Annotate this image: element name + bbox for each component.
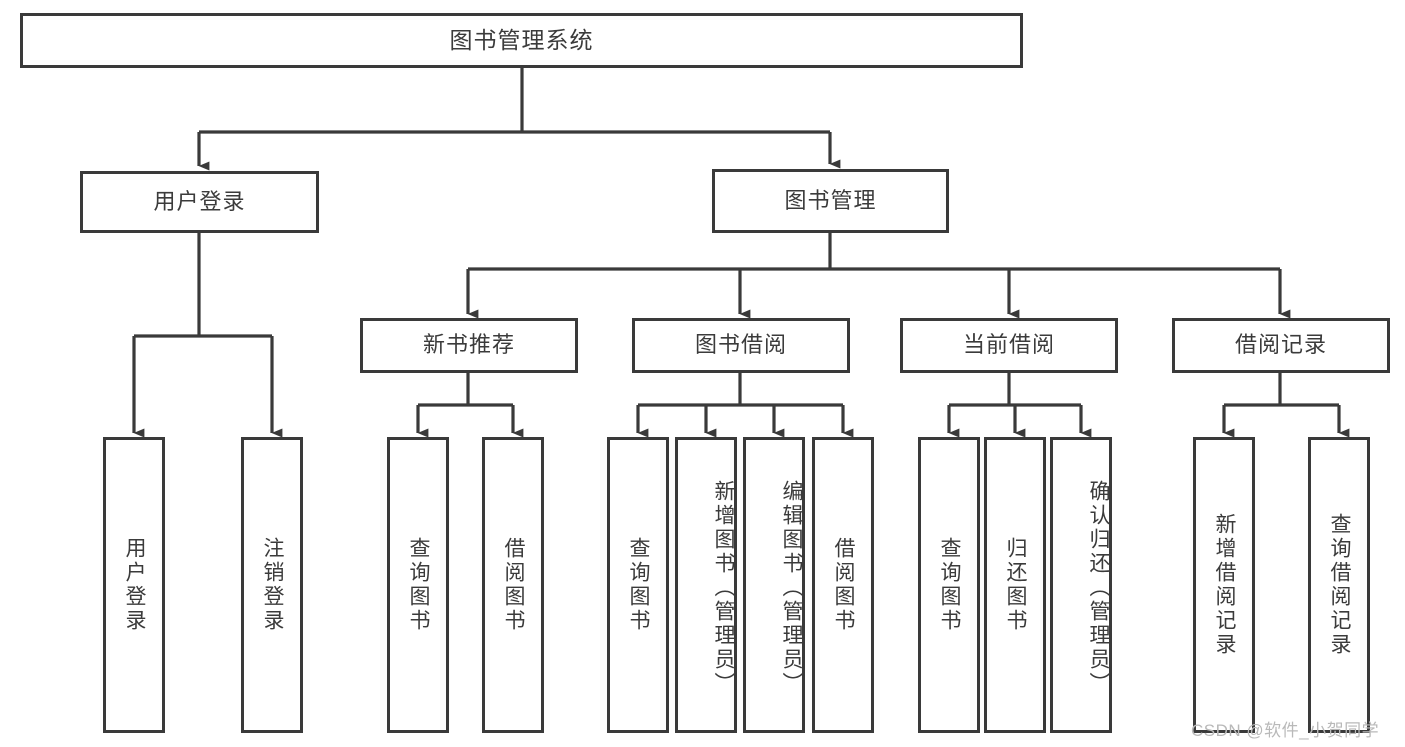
node-label: 图书管理系统	[449, 26, 594, 53]
node-label: 新增借阅记录	[1213, 513, 1237, 657]
node-label: 查询图书	[938, 537, 962, 633]
leaf-record-add-record[interactable]: 新增借阅记录	[1193, 437, 1255, 733]
csdn-watermark: CSDN @软件_小贺同学	[1191, 721, 1380, 740]
node-label: 图书管理	[784, 187, 877, 213]
node-label: 注销登录	[261, 537, 285, 633]
leaf-borrow-add-book-admin[interactable]: 新增图书（管理员）	[675, 437, 737, 733]
node-label: 编辑图书（管理员）	[780, 480, 803, 696]
node-label: 当前借阅	[962, 332, 1055, 358]
node-user-login[interactable]: 用户登录	[80, 171, 319, 233]
leaf-borrow-borrow-book[interactable]: 借阅图书	[812, 437, 874, 733]
node-label: 借阅图书	[502, 537, 526, 633]
node-label: 图书借阅	[694, 332, 787, 358]
node-book-management[interactable]: 图书管理	[712, 169, 949, 233]
node-label: 借阅记录	[1234, 332, 1327, 358]
node-label: 用户登录	[153, 188, 246, 214]
leaf-borrow-edit-book-admin[interactable]: 编辑图书（管理员）	[743, 437, 805, 733]
leaf-new-book-borrow[interactable]: 借阅图书	[482, 437, 544, 733]
node-label: 新书推荐	[422, 332, 515, 358]
leaf-current-return-book[interactable]: 归还图书	[984, 437, 1046, 733]
node-label: 归还图书	[1004, 537, 1028, 633]
leaf-current-query-book[interactable]: 查询图书	[918, 437, 980, 733]
leaf-current-confirm-return-admin[interactable]: 确认归还（管理员）	[1050, 437, 1112, 733]
node-book-borrow[interactable]: 图书借阅	[632, 318, 850, 373]
node-current-borrow[interactable]: 当前借阅	[900, 318, 1118, 373]
leaf-borrow-query-book[interactable]: 查询图书	[607, 437, 669, 733]
node-label: 查询借阅记录	[1328, 513, 1352, 657]
node-label: 确认归还（管理员）	[1087, 480, 1110, 696]
node-root-system[interactable]: 图书管理系统	[20, 13, 1023, 68]
node-label: 借阅图书	[832, 537, 856, 633]
leaf-user-login-signout[interactable]: 注销登录	[241, 437, 303, 733]
leaf-record-query-record[interactable]: 查询借阅记录	[1308, 437, 1370, 733]
node-label: 新增图书（管理员）	[712, 480, 735, 696]
leaf-user-login-signin[interactable]: 用户登录	[103, 437, 165, 733]
node-label: 查询图书	[627, 537, 651, 633]
node-label: 查询图书	[407, 537, 431, 633]
leaf-new-book-query[interactable]: 查询图书	[387, 437, 449, 733]
node-label: 用户登录	[123, 537, 147, 633]
node-new-book-recommend[interactable]: 新书推荐	[360, 318, 578, 373]
node-borrow-record[interactable]: 借阅记录	[1172, 318, 1390, 373]
